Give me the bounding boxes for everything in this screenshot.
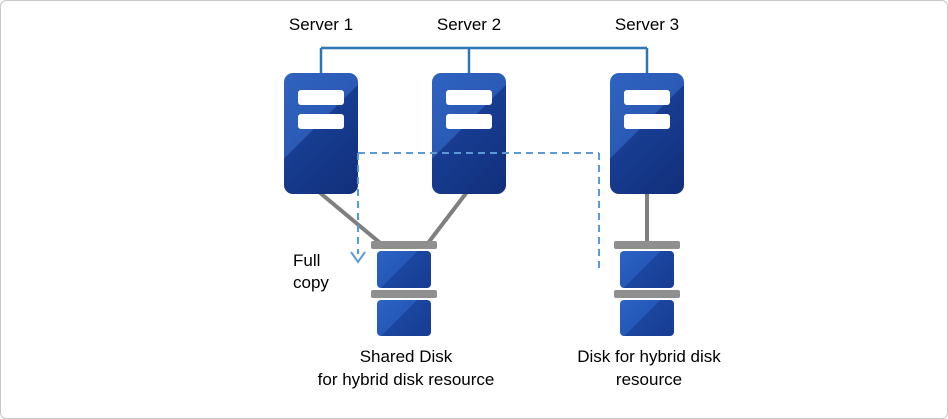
server-drive-bar: [298, 90, 344, 105]
shared-disk-caption-line1: Shared Disk: [359, 347, 453, 366]
server-2-label: Server 2: [436, 15, 502, 34]
server-drive-bar: [298, 114, 344, 129]
server-1-icon: [284, 73, 358, 194]
server-1-label: Server 1: [288, 15, 354, 34]
hybrid-disk-caption: Disk for hybrid disk resource: [549, 345, 749, 391]
disk-platter: [377, 251, 431, 288]
disk-cap: [614, 290, 680, 298]
full-copy-label: Full copy: [293, 251, 329, 292]
server-drive-bar: [446, 90, 492, 105]
hybrid-disk-caption-line2: resource: [615, 370, 683, 389]
server-2-icon: [432, 73, 506, 194]
hybrid-disk-caption-line1: Disk for hybrid disk: [577, 347, 721, 366]
disk-platter: [377, 300, 431, 336]
server-3-label: Server 3: [614, 15, 680, 34]
gray-line-server1-shared-disk: [317, 190, 387, 249]
server-3-icon: [610, 73, 684, 194]
server-drive-bar: [624, 90, 670, 105]
shared-disk-caption-line2: for hybrid disk resource: [317, 370, 495, 389]
server-drive-bar: [446, 114, 492, 129]
gray-line-server2-shared-disk: [423, 190, 469, 249]
disk-cap: [371, 290, 437, 298]
hybrid-disk-icon: [614, 241, 680, 338]
server-drive-bar: [624, 114, 670, 129]
disk-cap: [614, 241, 680, 249]
server-cluster-connector-line: [319, 46, 649, 75]
disk-platter: [620, 300, 674, 336]
disk-cap: [371, 241, 437, 249]
down-arrow-icon: [350, 251, 366, 264]
disk-platter: [620, 251, 674, 288]
shared-disk-icon: [371, 241, 437, 338]
shared-disk-caption: Shared Disk for hybrid disk resource: [301, 345, 511, 391]
